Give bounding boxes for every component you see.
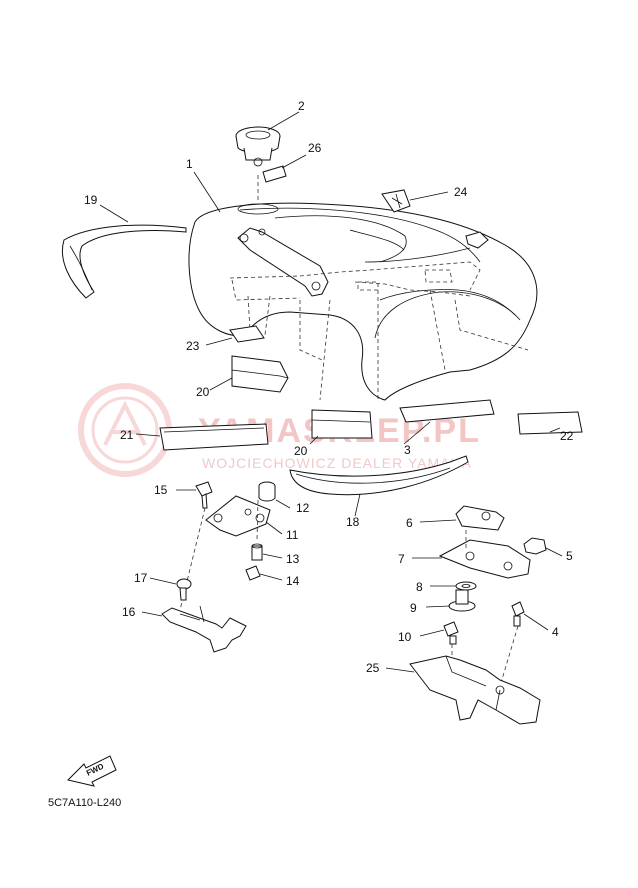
washer-8 (455, 581, 477, 591)
watermark-dealer: WOJCIECHOWICZ DEALER YAMAHA (202, 455, 472, 471)
bracket-7 (438, 539, 531, 579)
callout-5: 5 (566, 549, 573, 563)
fwd-arrow-icon: FWD (67, 755, 117, 787)
callout-9: 9 (410, 601, 417, 615)
warning-label (262, 165, 287, 183)
callout-12: 12 (296, 501, 310, 515)
pad-20-upper (231, 355, 289, 393)
bolt-10 (443, 621, 459, 637)
callout-10: 10 (398, 630, 412, 644)
callout-20-upper: 20 (196, 385, 210, 399)
side-trim (62, 224, 187, 299)
pad-23 (229, 325, 265, 343)
callout-3: 3 (404, 443, 411, 457)
callout-25: 25 (366, 661, 380, 675)
callout-6: 6 (406, 516, 413, 530)
callout-7: 7 (398, 552, 405, 566)
emblem (381, 189, 411, 213)
bolt-15 (195, 481, 213, 497)
bolt-4 (511, 601, 525, 617)
callout-4: 4 (552, 625, 559, 639)
front-bracket (161, 578, 247, 653)
callout-18: 18 (346, 515, 360, 529)
pad-22 (517, 411, 583, 435)
callout-11: 11 (286, 528, 299, 542)
callout-23: 23 (186, 339, 200, 353)
callout-8: 8 (416, 580, 423, 594)
fuel-tank (188, 202, 538, 401)
callout-14: 14 (286, 574, 300, 588)
callout-15: 15 (154, 483, 168, 497)
callout-19: 19 (84, 193, 98, 207)
callout-1: 1 (186, 157, 193, 171)
leader-lines (99, 111, 563, 673)
damper-6 (455, 505, 505, 531)
left-mount-hardware (179, 481, 276, 611)
hidden-lines (229, 172, 529, 402)
callout-20-lower: 20 (294, 444, 308, 458)
callout-26: 26 (308, 141, 322, 155)
callouts: 1 2 3 4 5 6 7 8 9 10 11 12 13 14 15 16 1… (84, 99, 574, 675)
rubber-strip (289, 455, 469, 496)
nut-5 (523, 537, 547, 555)
bracket-11 (205, 495, 271, 537)
callout-22: 22 (560, 429, 574, 443)
pads (159, 325, 583, 451)
diagram-code: 5C7A110-L240 (48, 797, 121, 809)
fuel-cap (235, 126, 281, 167)
pad-20-lower (311, 409, 373, 439)
pad-3 (399, 399, 495, 423)
callout-17: 17 (134, 571, 148, 585)
callout-2: 2 (298, 99, 305, 113)
callout-21: 21 (120, 428, 134, 442)
pad-21 (159, 423, 269, 451)
right-mount-hardware (438, 505, 547, 687)
collar-13 (251, 545, 263, 561)
callout-24: 24 (454, 185, 468, 199)
lower-bracket-25 (409, 655, 541, 725)
callout-13: 13 (286, 552, 300, 566)
callout-16: 16 (122, 605, 136, 619)
bolt-14 (245, 565, 261, 581)
